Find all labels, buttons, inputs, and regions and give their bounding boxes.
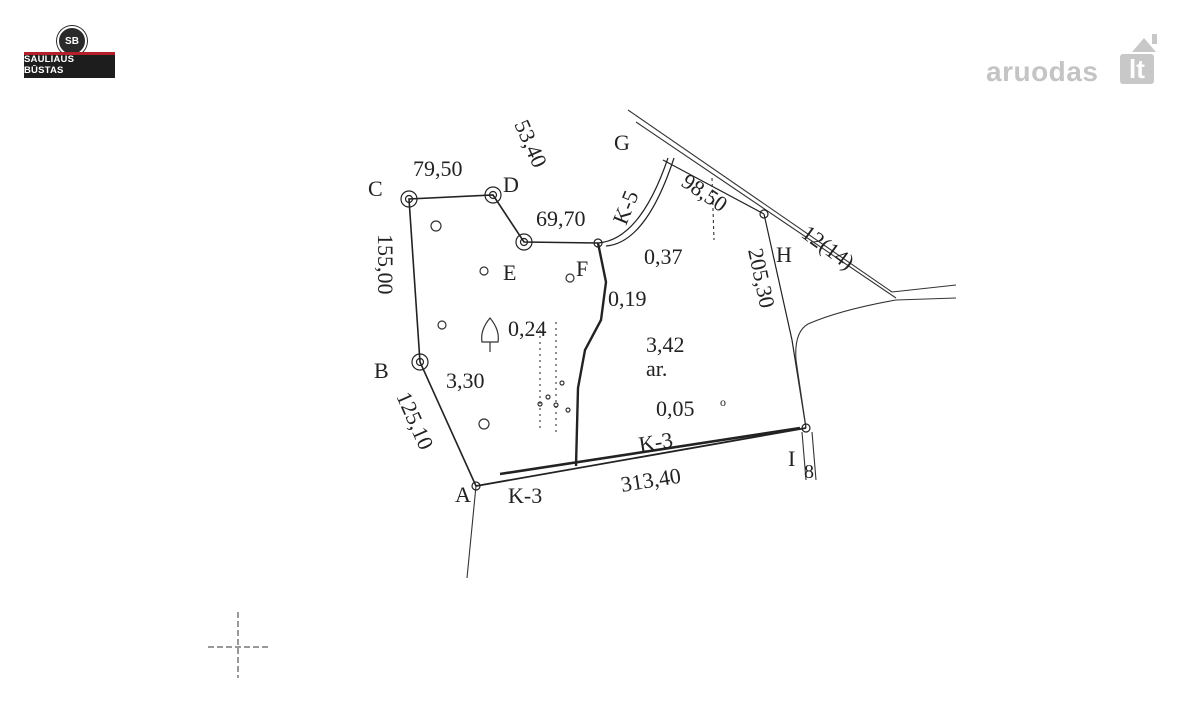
point-labels: C D E F G H I B A [368,130,795,507]
tree-icon [437,320,447,330]
edge-length-h-i: 205,30 [743,246,780,310]
area-label-a2: 0,19 [608,286,647,311]
point-label-a: A [455,482,471,507]
survey-marker-d-inner-icon [488,190,498,200]
tree-icon [479,266,489,276]
area-label-a3: 0,24 [508,316,547,341]
point-label-b: B [374,358,389,383]
road-label-k5: K-5 [607,187,643,228]
edge-length-b-c: 155,00 [373,234,398,295]
watermark-suffix: lt [1120,54,1154,84]
point-label-h: H [776,242,792,267]
shrub-icon [545,394,551,400]
area-label-a6: 0,05 [656,396,695,421]
watermark-logo: aruodas lt [986,34,1166,90]
point-label-e: E [503,260,516,285]
survey-marker-e-icon [515,233,533,251]
survey-marker-e-inner-icon [519,237,529,247]
brand-logo: SB SAULIAUS BŪSTAS [24,26,115,82]
tree-icon [430,220,442,232]
area-label-a1: 0,37 [644,244,683,269]
edge-length-a-b: 125,10 [391,388,438,453]
area-labels: 0,37 0,19 0,24 3,42 ar. 3,30 0,05 o [446,244,726,421]
point-label-f: F [576,256,588,281]
road-label-k3-upper: K-3 [637,427,675,457]
watermark-text: aruodas [986,56,1099,87]
shrub-icon [565,407,571,413]
survey-marker-a-icon [471,481,481,491]
road-label-route-12: 12(14) [797,220,859,275]
road-label-8: 8 [804,461,814,483]
house-roof-icon [1132,38,1156,52]
shrub-icon [559,380,565,386]
survey-marker-b-icon [411,353,429,371]
survey-marker-i-icon [801,423,811,433]
area-label-a5: 3,30 [446,368,485,393]
survey-marker-h-icon [759,209,769,219]
point-label-c: C [368,176,383,201]
tree-icon [565,273,575,283]
plot-boundary [408,157,807,487]
edge-length-c-d: 79,50 [413,156,463,181]
road-lines [466,109,957,579]
survey-marker-c-icon [400,190,418,208]
point-label-i: I [788,446,795,471]
point-label-d: D [503,172,519,197]
edge-length-d-e: 53,40 [509,116,552,171]
tree-icon [478,418,490,430]
brand-monogram: SB [57,26,87,56]
point-label-g: G [614,130,630,155]
survey-marker-c-inner-icon [404,194,414,204]
house-chimney-icon [1152,34,1157,44]
edge-length-e-f: 69,70 [536,206,586,231]
crosshair-mark [208,612,268,678]
brand-accent-line [24,52,115,55]
survey-markers [400,186,811,491]
area-label-a6-mark: o [720,395,726,409]
survey-marker-b-inner-icon [415,357,425,367]
tree-symbols [430,220,575,430]
shrub-icon [553,402,559,408]
road-label-k3-lower: K-3 [508,483,542,508]
brand-name: SAULIAUS BŪSTAS [24,52,115,78]
shrub-icon [537,401,543,407]
survey-marker-f-icon [593,238,603,248]
conifer-tree-icon [481,317,499,352]
area-label-a4: 3,42 [646,332,685,357]
area-label-a4-unit: ar. [646,356,667,381]
survey-marker-d-icon [484,186,502,204]
edge-length-i-a: 313,40 [619,463,683,497]
